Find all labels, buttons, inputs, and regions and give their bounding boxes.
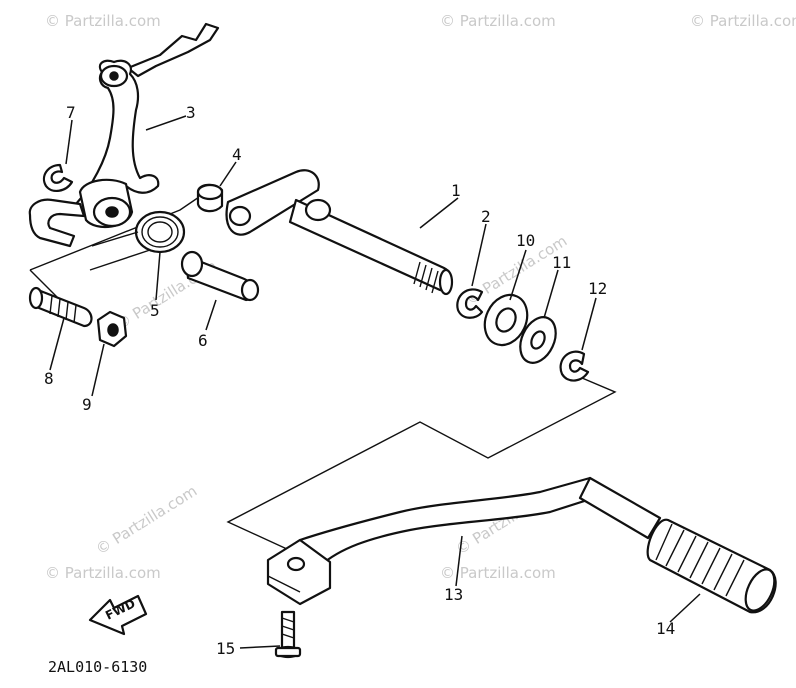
assembly-line xyxy=(29,269,61,301)
watermark: © Partzilla.com xyxy=(690,12,796,30)
callout-6: 6 xyxy=(198,331,208,350)
leader-lines xyxy=(49,115,701,649)
part-13-pedal xyxy=(266,476,662,606)
callout-8: 8 xyxy=(44,369,54,388)
callout-10: 10 xyxy=(516,231,535,250)
watermark: © Partzilla.com xyxy=(440,564,556,582)
part-15-bolt xyxy=(274,610,302,659)
callout-7: 7 xyxy=(66,103,76,122)
part-9-nut xyxy=(96,310,128,348)
watermark: © Partzilla.com xyxy=(45,564,161,582)
part-12-e-clip xyxy=(559,350,590,382)
watermarks: © Partzilla.com © Partzilla.com © Partzi… xyxy=(45,12,796,582)
watermark: © Partzilla.com xyxy=(45,12,161,30)
callout-15: 15 xyxy=(216,639,235,658)
callout-numbers: 1 2 3 4 5 6 7 8 9 10 11 12 13 14 15 xyxy=(44,103,675,658)
callout-5: 5 xyxy=(150,301,160,320)
part-11-washer xyxy=(519,316,557,364)
callout-11: 11 xyxy=(552,253,571,272)
callout-4: 4 xyxy=(232,145,242,164)
callout-1: 1 xyxy=(451,181,461,200)
part-6-collar xyxy=(180,250,260,302)
assembly-line xyxy=(226,374,617,556)
callout-12: 12 xyxy=(588,279,607,298)
watermark: © Partzilla.com xyxy=(93,482,201,559)
part-5-spring xyxy=(89,210,186,271)
part-4-bushing xyxy=(196,183,224,213)
callout-3: 3 xyxy=(186,103,196,122)
part-1-shaft xyxy=(225,169,454,296)
part-7-e-clip xyxy=(42,163,74,192)
callout-13: 13 xyxy=(444,585,463,604)
fwd-arrow: FWD xyxy=(88,594,148,636)
watermark: © Partzilla.com xyxy=(440,12,556,30)
part-3-shift-arm xyxy=(74,22,220,214)
part-14-pedal-rubber xyxy=(646,518,777,614)
part-code: 2AL010-6130 xyxy=(48,658,147,676)
callout-9: 9 xyxy=(82,395,92,414)
arm-bracket xyxy=(28,178,134,248)
callout-14: 14 xyxy=(656,619,675,638)
part-8-bolt xyxy=(28,286,93,328)
part-2-circlip xyxy=(456,288,484,319)
callout-2: 2 xyxy=(481,207,491,226)
part-10-seal xyxy=(483,293,529,347)
